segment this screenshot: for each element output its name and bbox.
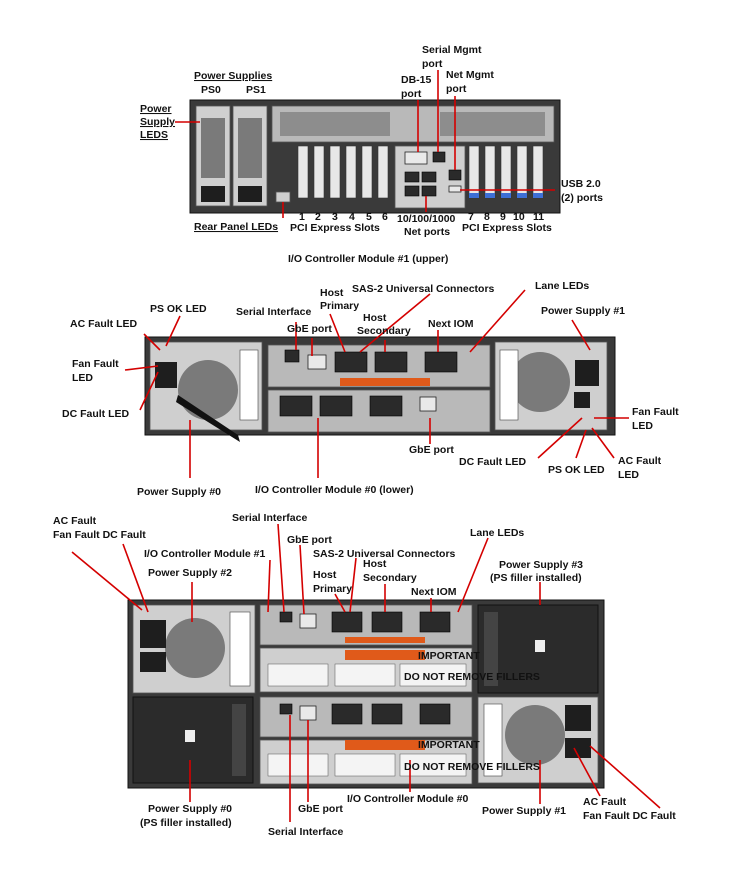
label-do-not-remove-lower: DO NOT REMOVE FILLERS <box>404 761 540 773</box>
label-ac-fault-led-r1: AC Fault <box>618 455 662 467</box>
label-host-primary-4u-2: Primary <box>313 583 352 595</box>
label-net-mgmt-1: Net Mgmt <box>446 69 494 81</box>
label-serial-interface-lower-4u: Serial Interface <box>268 826 343 838</box>
label-db15-2: port <box>401 88 422 100</box>
label-serial-interface: Serial Interface <box>236 306 311 318</box>
label-fan-fault-dc-fault-r: Fan Fault DC Fault <box>583 810 676 822</box>
enclosure-2u-rear <box>124 289 629 478</box>
iom-0-4u <box>259 696 473 738</box>
label-important-lower: IMPORTANT <box>418 739 480 751</box>
slot-num-5: 5 <box>366 211 372 223</box>
label-fan-fault-led-r2: LED <box>632 420 653 432</box>
label-gbe-port-4u: GbE port <box>287 534 332 546</box>
label-iocm1-4u: I/O Controller Module #1 <box>144 548 266 560</box>
label-dc-fault-led: DC Fault LED <box>62 408 129 420</box>
caption-iocm1-upper: I/O Controller Module #1 (upper) <box>288 253 448 265</box>
label-power-supply-3-1: Power Supply #3 <box>499 559 583 571</box>
slot-num-2: 2 <box>315 211 321 223</box>
enclosure-4u-rear <box>71 523 661 822</box>
serial-mgmt-port <box>432 151 446 163</box>
label-power-supply-2: Power Supply #2 <box>148 567 232 579</box>
label-dc-fault-led-r: DC Fault LED <box>459 456 526 468</box>
label-iocm0-lower: I/O Controller Module #0 (lower) <box>255 484 414 496</box>
label-ps0: PS0 <box>201 84 221 96</box>
label-power-supply-1: Power Supply #1 <box>541 305 625 317</box>
label-net-ports-2: Net ports <box>404 226 450 238</box>
db15-port <box>404 151 428 165</box>
net-mgmt-port <box>448 169 462 181</box>
label-ps1: PS1 <box>246 84 266 96</box>
label-host-secondary-4u-2: Secondary <box>363 572 417 584</box>
slot-num-6: 6 <box>382 211 388 223</box>
label-gbe-port: GbE port <box>287 323 332 335</box>
label-next-iom: Next IOM <box>428 318 474 330</box>
slot-num-10: 10 <box>513 211 525 223</box>
label-net-ports-1: 10/100/1000 <box>397 213 456 225</box>
label-power-supply-0: Power Supply #0 <box>137 486 221 498</box>
label-do-not-remove-upper: DO NOT REMOVE FILLERS <box>404 671 540 683</box>
slot-num-7: 7 <box>468 211 474 223</box>
label-host-primary-1: Host <box>320 287 344 299</box>
slot-num-3: 3 <box>332 211 338 223</box>
label-pci-left: PCI Express Slots <box>290 222 380 234</box>
label-sas2-4u: SAS-2 Universal Connectors <box>313 548 456 560</box>
label-ac-fault-led: AC Fault LED <box>70 318 137 330</box>
slot-num-4: 4 <box>349 211 355 223</box>
label-host-secondary-4u-1: Host <box>363 558 387 570</box>
slot-num-8: 8 <box>484 211 490 223</box>
label-host-primary-4u-1: Host <box>313 569 337 581</box>
label-ac-fault-led-r2: LED <box>618 469 639 481</box>
label-serial-mgmt-2: port <box>422 58 443 70</box>
label-ac-fault: AC Fault <box>53 515 97 527</box>
label-gbe-port-lower: GbE port <box>409 444 454 456</box>
label-usb-2: (2) ports <box>561 192 603 204</box>
rear-panel-leds <box>275 191 291 203</box>
label-power-supply-0-4u-2: (PS filler installed) <box>140 817 232 829</box>
label-host-primary-2: Primary <box>320 300 359 312</box>
slot-num-11: 11 <box>533 211 544 223</box>
label-sas2-connectors: SAS-2 Universal Connectors <box>352 283 495 295</box>
server-rear-panel <box>175 70 561 218</box>
label-power-supply-1-4u: Power Supply #1 <box>482 805 566 817</box>
label-db15-1: DB-15 <box>401 74 432 86</box>
label-pci-right: PCI Express Slots <box>462 222 552 234</box>
label-fan-fault-led-r1: Fan Fault <box>632 406 679 418</box>
label-power-supplies: Power Supplies <box>194 70 272 82</box>
slot-numbers-right: 7 8 9 10 11 <box>468 211 544 223</box>
label-gbe-port-lower-4u: GbE port <box>298 803 343 815</box>
label-fan-fault-led-2: LED <box>72 372 93 384</box>
usb-ports <box>448 185 462 193</box>
label-lane-leds-4u: Lane LEDs <box>470 527 524 539</box>
pci-slots-left <box>297 145 389 199</box>
label-important-upper: IMPORTANT <box>418 650 480 662</box>
slot-numbers-left: 1 2 3 4 5 6 <box>299 211 388 223</box>
label-iocm0-4u: I/O Controller Module #0 <box>347 793 469 805</box>
label-power-supply-3-2: (PS filler installed) <box>490 572 582 584</box>
slot-num-1: 1 <box>299 211 305 223</box>
label-ac-fault-r: AC Fault <box>583 796 627 808</box>
label-net-mgmt-2: port <box>446 83 467 95</box>
label-serial-mgmt-1: Serial Mgmt <box>422 44 482 56</box>
label-serial-interface-4u: Serial Interface <box>232 512 307 524</box>
label-ps-ok-led-r: PS OK LED <box>548 464 605 476</box>
label-next-iom-4u: Next IOM <box>411 586 457 598</box>
label-fan-fault-dc-fault: Fan Fault DC Fault <box>53 529 146 541</box>
label-psu-leds-2: Supply <box>140 116 175 128</box>
label-rear-panel-leds: Rear Panel LEDs <box>194 221 278 233</box>
label-lane-leds: Lane LEDs <box>535 280 589 292</box>
label-power-supply-0-4u-1: Power Supply #0 <box>148 803 232 815</box>
label-usb-1: USB 2.0 <box>561 178 601 190</box>
pci-slots-right <box>468 145 544 199</box>
label-psu-leds-3: LEDS <box>140 129 168 141</box>
label-ps-ok-led: PS OK LED <box>150 303 207 315</box>
label-host-secondary-1: Host <box>363 312 387 324</box>
label-fan-fault-led-1: Fan Fault <box>72 358 119 370</box>
label-psu-leds-1: Power <box>140 103 172 115</box>
slot-num-9: 9 <box>500 211 506 223</box>
label-host-secondary-2: Secondary <box>357 325 411 337</box>
